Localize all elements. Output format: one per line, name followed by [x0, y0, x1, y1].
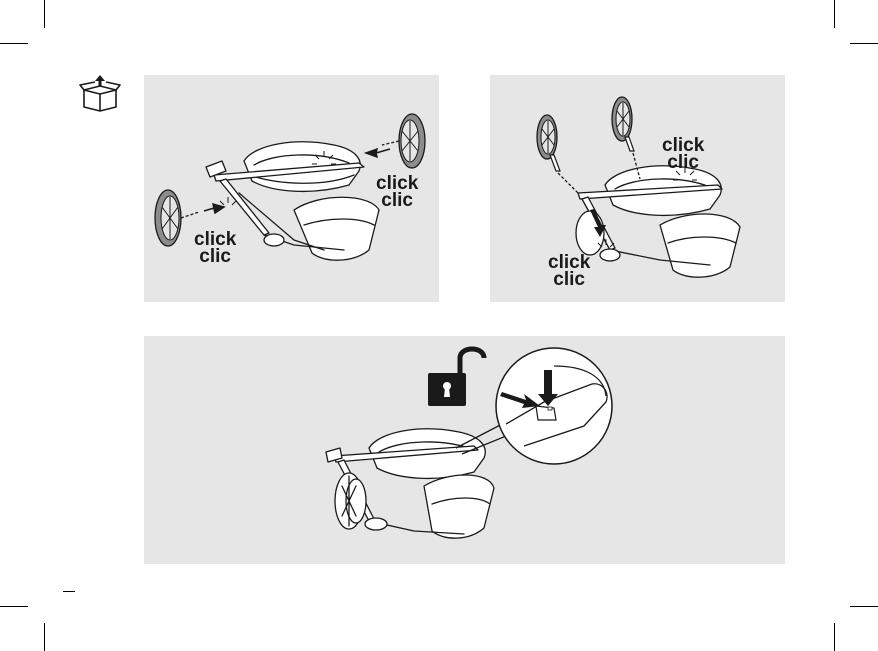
arrow-icon [366, 149, 390, 157]
unbox-icon [79, 74, 121, 112]
step-panel-unlock-frame [144, 336, 785, 564]
page-mark [63, 591, 75, 592]
stroller-unlock-illustration [144, 336, 785, 564]
crop-mark [0, 606, 28, 607]
crop-mark [44, 0, 45, 28]
crop-mark [850, 43, 878, 44]
rear-wheel-right [382, 114, 425, 168]
latch-detail-callout [496, 348, 612, 464]
crop-mark [850, 606, 878, 607]
crop-mark [44, 623, 45, 651]
rear-wheel-left [155, 190, 199, 246]
front-wheel-right [612, 97, 640, 179]
crop-mark [834, 0, 835, 28]
crop-mark [834, 623, 835, 651]
crop-mark [0, 43, 28, 44]
arrow-icon [204, 204, 224, 213]
unlocked-padlock-icon [428, 349, 484, 406]
front-wheel-left [537, 115, 578, 193]
stroller-front-wheels-illustration [490, 75, 785, 302]
